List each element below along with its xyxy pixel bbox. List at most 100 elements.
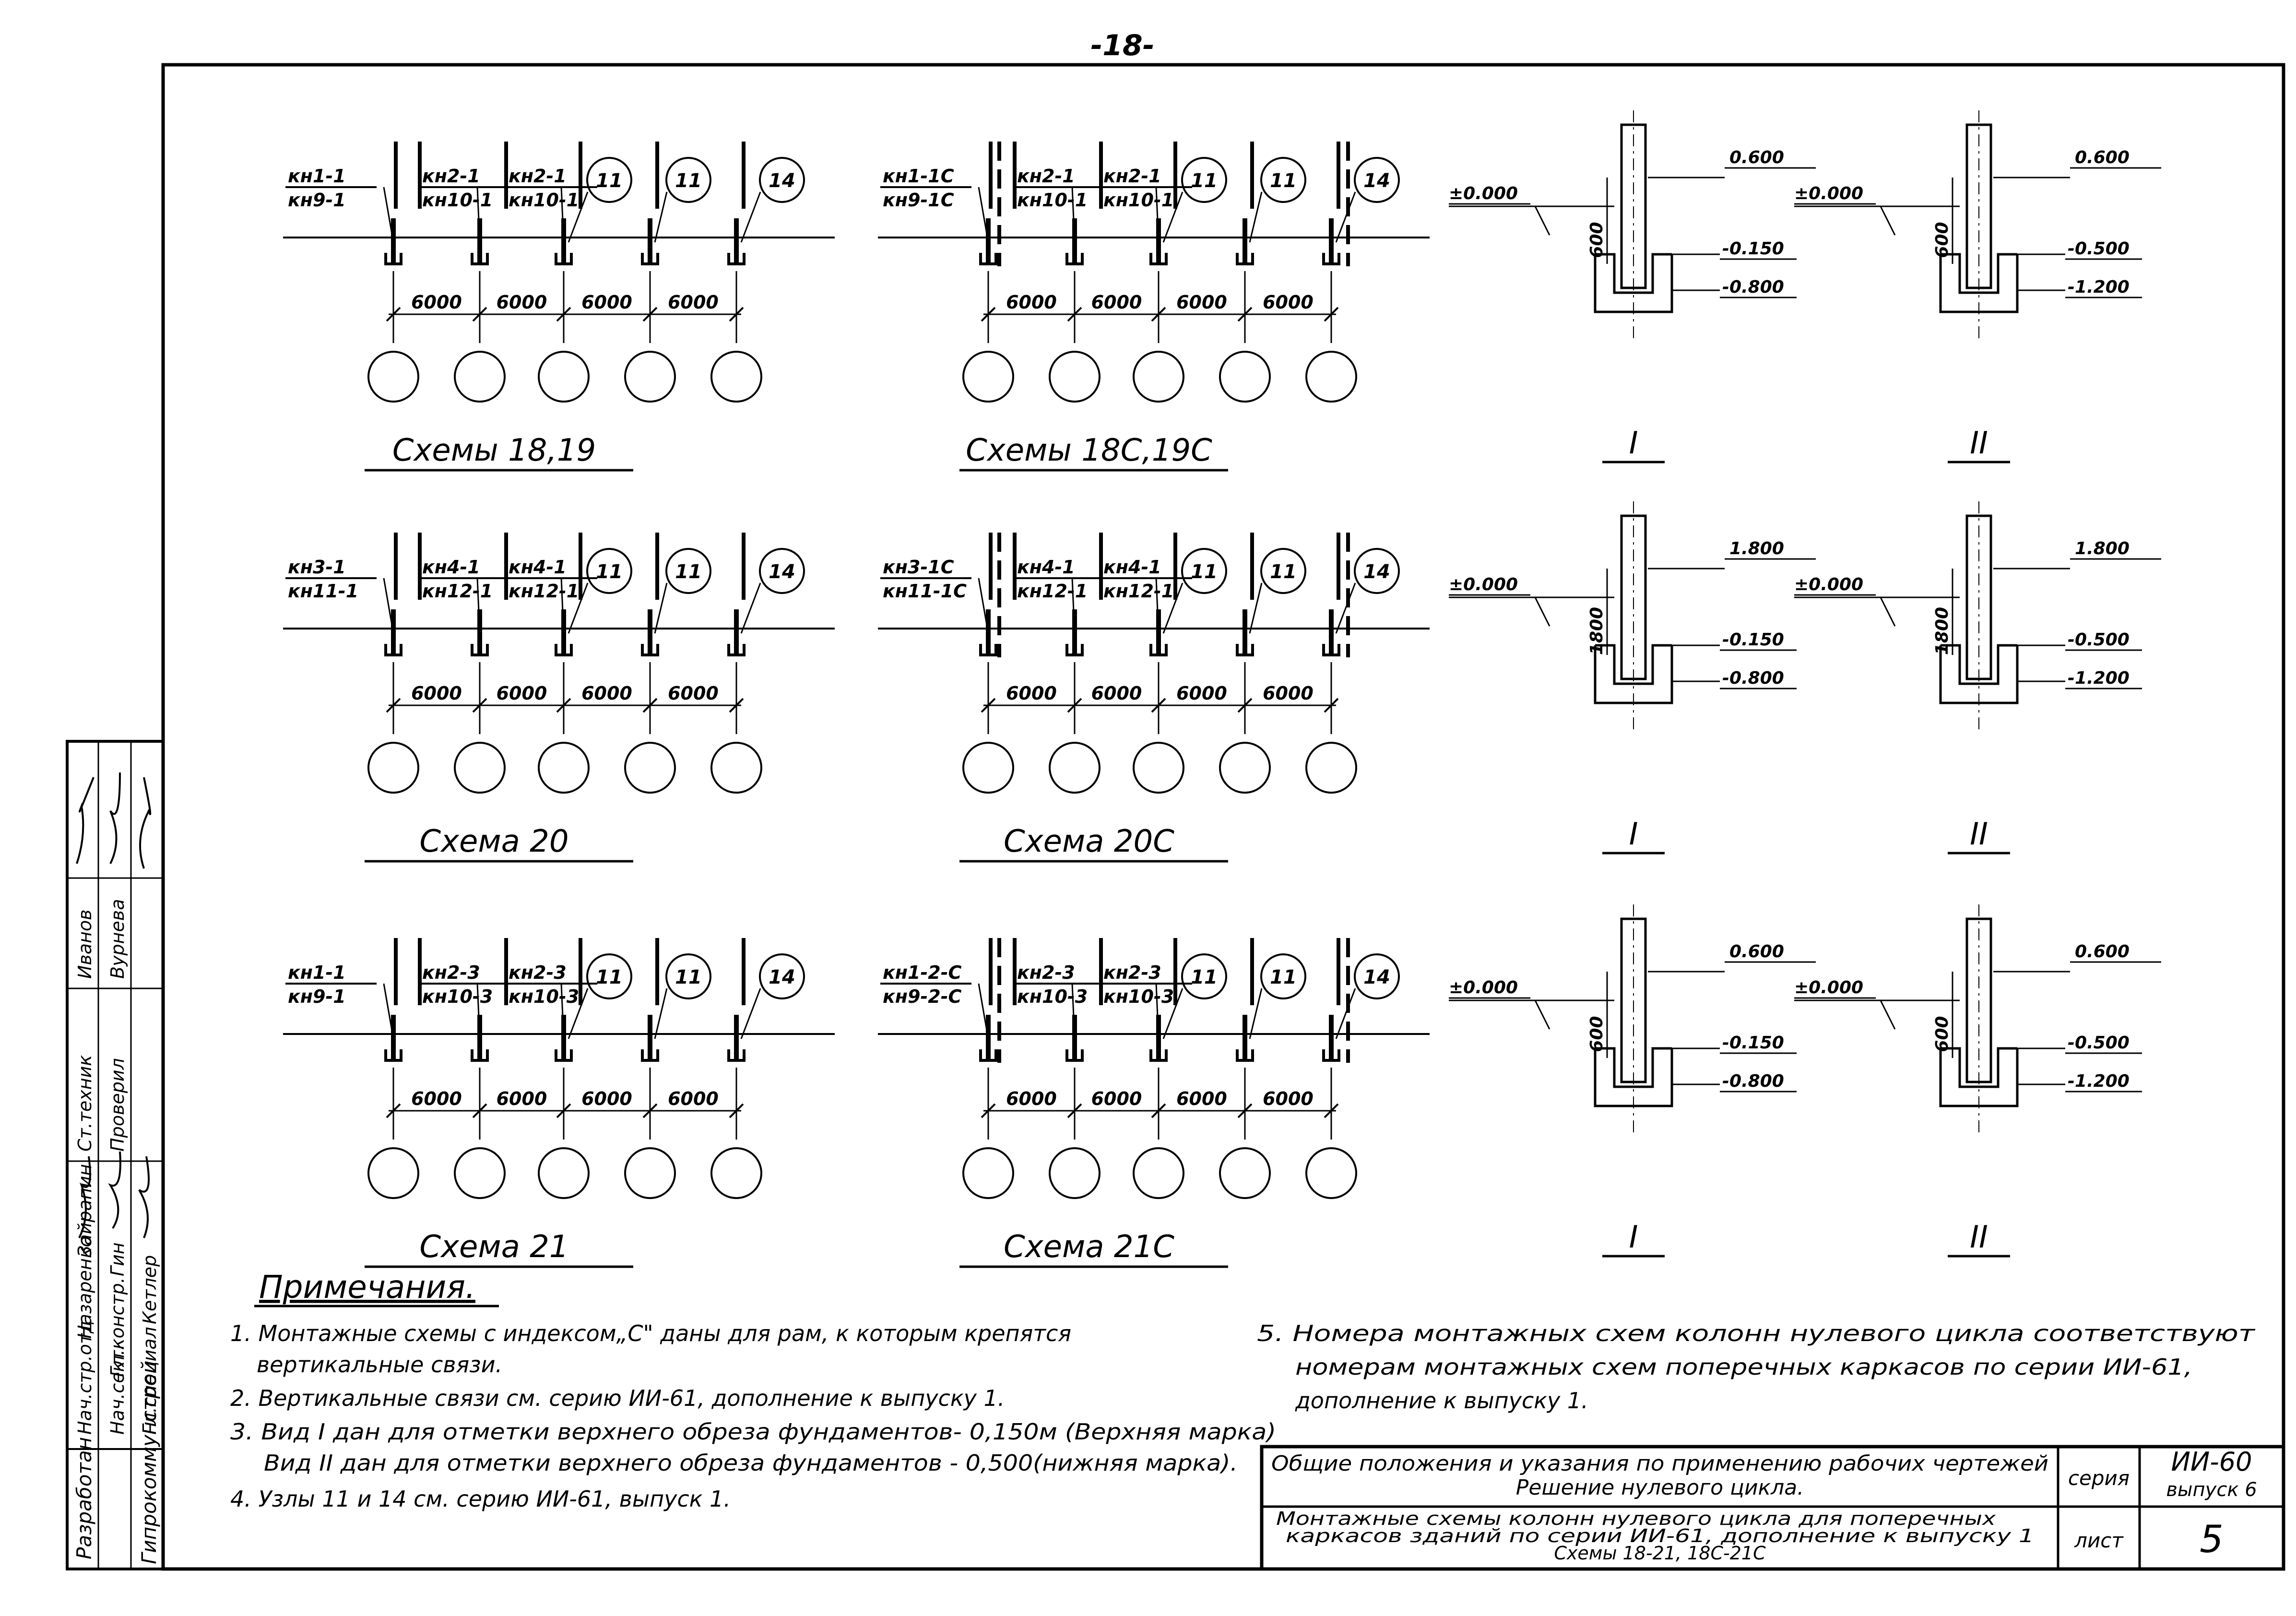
span-4: 6000 [668,1088,719,1109]
node-callout-3 [759,548,805,594]
node-callout-3 [1354,953,1400,999]
note-1a: 1. Монтажные схемы с индексом„С" даны дл… [230,1320,1071,1346]
view-label: II [1970,426,1988,461]
span-3: 6000 [581,292,632,313]
view-label: II [1970,1220,1988,1255]
signature-1 [76,777,95,864]
axis-bubble-4 [624,1147,676,1199]
title-sub-1: Монтажные схемы колонн нулевого цикла дл… [1276,1508,1996,1529]
node-number-1: 11 [596,170,623,192]
span-3: 6000 [581,1088,632,1109]
note-5b: номерам монтажных схем поперечных каркас… [1295,1354,2192,1380]
span-4: 6000 [668,683,719,704]
column-footing-1 [386,218,401,264]
title-block: Общие положения и указания по применению… [1260,1445,2285,1571]
mark-3-top: кн2-3 [1103,962,1161,983]
node-callout-2 [665,953,711,999]
node-leader-3 [1335,582,1356,634]
node-leader-2 [654,582,668,634]
node-number-1: 11 [1191,561,1218,583]
span-3: 6000 [1176,683,1227,704]
axis-bubble-2 [454,1147,506,1199]
page-number: -18- [1090,29,1154,62]
span-3: 6000 [1176,1088,1227,1109]
elev1-mark: -0.150 [1722,239,1784,259]
elev1-mark: -0.150 [1722,630,1784,650]
mark-3-top: кн2-1 [1103,166,1161,187]
node-number-3: 14 [769,170,795,192]
dim-tick-2 [472,1103,487,1118]
node-number-1: 11 [1191,170,1218,192]
node-number-2: 11 [1270,561,1297,583]
axis-bubble-4 [624,742,676,794]
mark-left-bottom: кн11-1 [288,581,358,602]
axis-bubble-4 [1219,1147,1271,1199]
mark-3-top: кн2-3 [509,962,567,983]
sections-layer: ±0.0006000.600-0.150-0.800I±0.0006000.60… [1449,110,2161,1258]
node-leader-1 [568,191,589,243]
node-number-3: 14 [769,561,795,583]
axis-bubble-3 [538,351,590,403]
stamp-role-1: Нач.стр.отд [74,1321,95,1435]
mark-2-top: кн2-1 [422,166,480,187]
series-value: ИИ-60 [2171,1447,2252,1477]
embed-depth: 1800 [1932,607,1952,655]
mark-2-top: кн2-1 [1017,166,1075,187]
mark-left-bottom: кн9-1 [288,986,346,1007]
zero-mark: ±0.000 [1794,575,1863,594]
dim-tick-5 [1324,698,1339,713]
node-leader-2 [1249,191,1263,243]
span-2: 6000 [1091,683,1142,704]
issue-value: выпуск 6 [2166,1479,2257,1501]
top-mark: 0.600 [1729,148,1784,167]
top-mark: 1.800 [1729,539,1784,558]
axis-bubble-3 [538,1147,590,1199]
mark-3-bottom: кн10-1 [1103,190,1174,211]
node-callout-2 [665,548,711,594]
mark-left-top: кн1-1 [288,166,346,187]
axis-bubble-1 [962,351,1014,403]
top-mark: 0.600 [2075,148,2130,167]
stamp-role-6: Проверил [107,1058,128,1152]
note-2: 2. Вертикальные связи см. серию ИИ-61, д… [230,1385,1005,1411]
axis-bubble-3 [1133,1147,1184,1199]
stamp-role-3: Гл.констр. [107,1277,128,1377]
scheme-title: Схема 21 [419,1229,568,1265]
span-4: 6000 [1263,1088,1314,1109]
sheet-label: лист [2074,1529,2124,1552]
column-footing-2 [1067,609,1082,655]
sheet-value: 5 [2200,1518,2224,1561]
embed-depth: 600 [1587,1016,1607,1052]
mark-2-top: кн2-3 [422,962,480,983]
signature-3 [139,777,152,869]
title-main-2: Решение нулевого цикла. [1516,1475,1804,1500]
signature-4 [78,1156,91,1238]
stamp-name-6: Вурнева [107,899,128,979]
column-footing-1 [981,218,996,264]
mark-left-top: кн3-1 [288,557,346,578]
axis-bubble-5 [1305,742,1357,794]
dim-tick-3 [556,698,571,713]
axis-bubble-5 [710,1147,762,1199]
node-number-2: 11 [675,561,702,583]
dim-tick-5 [729,307,744,322]
column-footing-1 [386,609,401,655]
node-leader-1 [1162,988,1184,1039]
node-leader-1 [568,988,589,1039]
node-callout-1 [586,548,632,594]
signature-6 [138,1156,150,1238]
elev1-mark: -0.500 [2068,1033,2130,1053]
note-1b: вертикальные связи. [257,1352,502,1378]
axis-bubble-2 [454,351,506,403]
zero-mark: ±0.000 [1794,184,1863,203]
dim-tick-1 [386,698,401,713]
node-number-1: 11 [1191,966,1218,988]
signature-5 [108,1151,121,1229]
column-footing-2 [472,609,487,655]
dim-tick-2 [1067,307,1082,322]
span-2: 6000 [497,1088,547,1109]
note-4: 4. Узлы 11 и 14 см. серию ИИ-61, выпуск … [230,1486,731,1512]
